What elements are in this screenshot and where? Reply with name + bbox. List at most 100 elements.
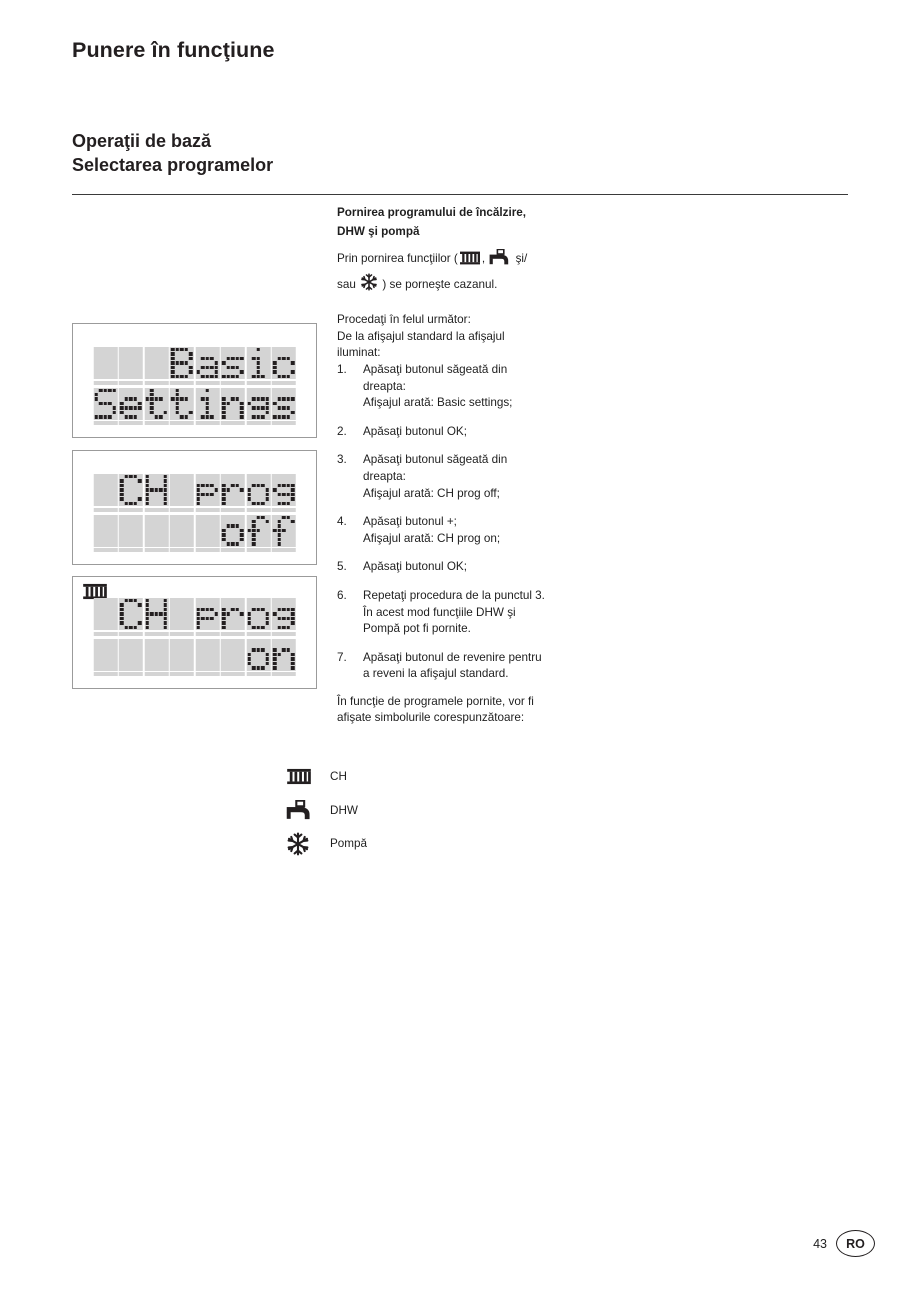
- procedure-line-2: De la afişajul standard la afişajul: [337, 329, 505, 343]
- legend-row: DHW: [286, 794, 586, 828]
- step-text-line: Afişajul arată: CH prog on;: [363, 531, 501, 545]
- lcd-character-cell: [220, 638, 245, 676]
- section-title-line-2: Selectarea programelor: [72, 155, 274, 175]
- lcd-character-cell: [144, 474, 169, 512]
- step-text-line: Apăsaţi butonul de revenire pentru: [363, 650, 542, 664]
- step-number: 7.: [337, 650, 347, 664]
- lcd-character-cell: [195, 598, 220, 636]
- step-item: 6.Repetaţi procedura de la punctul 3.În …: [337, 588, 592, 638]
- lcd-character-cell: [144, 598, 169, 636]
- lcd-character-cell: [144, 514, 169, 552]
- lcd-character-cell: [220, 347, 245, 385]
- lcd-status-radiator-icon: [82, 583, 108, 605]
- legend-label: Pompă: [330, 837, 368, 851]
- section-title: Operaţii de bază Selectarea programelor: [72, 129, 273, 177]
- step-item: 3. Apăsaţi butonul săgeată din dreapta: Afi…: [337, 452, 592, 502]
- step-text-line: dreapta:: [363, 379, 406, 393]
- step-item: 1. Apăsaţi butonul săgeată din dreapta: Afi…: [337, 362, 592, 412]
- legend-row: CH: [286, 760, 586, 794]
- lcd-character-cell: [169, 387, 194, 425]
- faucet-icon: [489, 248, 511, 273]
- lcd-text-row: [93, 347, 296, 385]
- legend-label: CH: [330, 770, 347, 784]
- step-text-line: Apăsaţi butonul OK;: [363, 560, 467, 574]
- radiator-icon: [286, 768, 330, 785]
- step-text-line: Afişajul arată: Basic settings;: [363, 396, 513, 410]
- lcd-character-cell: [246, 638, 271, 676]
- lcd-character-cell: [246, 387, 271, 425]
- lcd-character-cell: [271, 514, 296, 552]
- lcd-character-cell: [246, 598, 271, 636]
- lcd-character-cell: [169, 638, 194, 676]
- intro-text-part-2: şi/: [512, 252, 528, 266]
- language-badge: RO: [836, 1230, 875, 1257]
- step-text-line: Apăsaţi butonul săgeată din: [363, 362, 508, 376]
- step-item: 7. Apăsaţi butonul de revenire pentru a re…: [337, 650, 592, 683]
- step-text-line: Apăsaţi butonul săgeată din: [363, 453, 508, 467]
- lcd-character-cell: [246, 347, 271, 385]
- symbol-legend: CH DHW Pompă: [286, 760, 586, 861]
- lcd-character-cell: [246, 514, 271, 552]
- section-title-line-1: Operaţii de bază: [72, 131, 212, 151]
- lcd-text-row: [93, 598, 296, 636]
- lcd-character-cell: [195, 474, 220, 512]
- lcd-character-cell: [144, 347, 169, 385]
- lcd-character-cell: [271, 347, 296, 385]
- closing-line-1: În funcţie de programele pornite, vor fi: [337, 694, 534, 708]
- step-number: 5.: [337, 560, 347, 574]
- lcd-character-cell: [144, 638, 169, 676]
- lcd-character-cell: [118, 638, 143, 676]
- lcd-display-panel-2: [72, 450, 317, 565]
- snowflake-icon: [360, 273, 378, 299]
- lcd-character-cell: [118, 598, 143, 636]
- lcd-character-cell: [118, 387, 143, 425]
- lcd-display-panel-1: [72, 323, 317, 438]
- step-text-line: a reveni la afişajul standard.: [363, 667, 509, 681]
- intro-text-part-4: ) se porneşte cazanul.: [379, 278, 498, 292]
- legend-row: Pompă: [286, 827, 586, 861]
- lcd-text-row: [93, 387, 296, 425]
- lcd-character-cell: [220, 514, 245, 552]
- lcd-character-cell: [169, 598, 194, 636]
- chapter-title: Punere în funcţiune: [72, 38, 275, 62]
- closing-line-2: afişate simbolurile corespunzătoare:: [337, 711, 525, 725]
- step-number: 1.: [337, 362, 347, 376]
- lcd-screen: [93, 474, 296, 552]
- lcd-character-cell: [220, 474, 245, 512]
- lcd-character-cell: [93, 514, 118, 552]
- lcd-character-cell: [169, 514, 194, 552]
- lcd-character-cell: [169, 347, 194, 385]
- lcd-character-cell: [93, 638, 118, 676]
- step-number: 3.: [337, 453, 347, 467]
- intro-text-part-1: Prin pornirea funcţiilor (: [337, 252, 458, 266]
- header-divider: [72, 194, 848, 195]
- lcd-character-cell: [169, 474, 194, 512]
- lcd-character-cell: [220, 387, 245, 425]
- step-text-line: dreapta:: [363, 469, 406, 483]
- radiator-icon: [459, 251, 481, 273]
- lcd-character-cell: [144, 387, 169, 425]
- lcd-character-cell: [271, 598, 296, 636]
- lcd-character-cell: [93, 387, 118, 425]
- step-number: 4.: [337, 515, 347, 529]
- step-item: 5. Apăsaţi butonul OK;: [337, 559, 592, 576]
- lcd-character-cell: [118, 514, 143, 552]
- step-text-line: Pompă pot fi pornite.: [363, 622, 471, 636]
- step-text-line: Afişajul arată: CH prog off;: [363, 486, 500, 500]
- lcd-character-cell: [195, 387, 220, 425]
- lcd-display-panel-3: [72, 576, 317, 689]
- lcd-text-row: [93, 514, 296, 552]
- lcd-text-row: [93, 474, 296, 512]
- intro-text-part-3: sau: [337, 278, 360, 292]
- lcd-text-row: [93, 638, 296, 676]
- step-text-line: Repetaţi procedura de la punctul 3.: [363, 588, 545, 602]
- lcd-character-cell: [93, 347, 118, 385]
- instruction-column: Pornirea programului de încălzire, DHW ş…: [337, 205, 592, 727]
- step-number: 2.: [337, 424, 347, 438]
- lcd-character-cell: [271, 474, 296, 512]
- lcd-character-cell: [246, 474, 271, 512]
- lcd-screen: [93, 347, 296, 425]
- step-text-line: În acest mod funcţiile DHW şi: [363, 605, 516, 619]
- lcd-character-cell: [271, 638, 296, 676]
